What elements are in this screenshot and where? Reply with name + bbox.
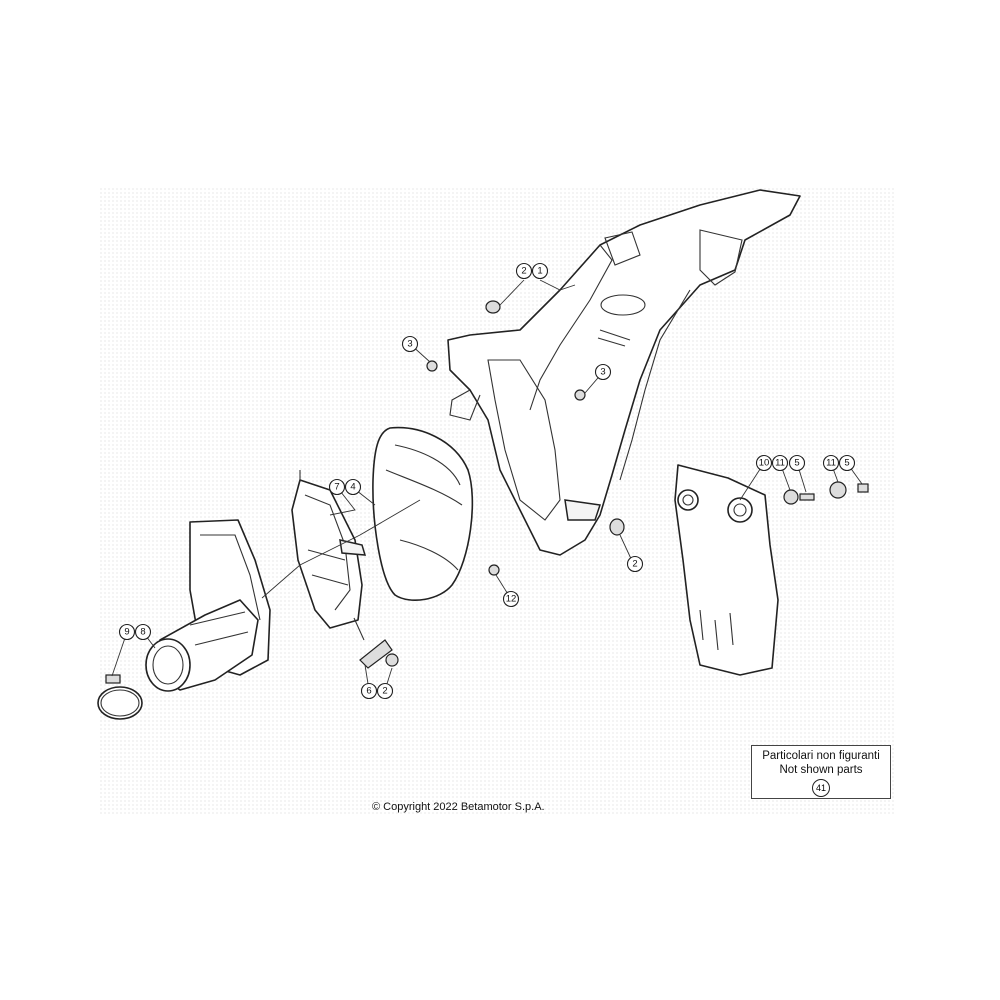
callout-4: 4 <box>344 478 362 496</box>
callout-5: 5 <box>788 454 806 472</box>
callout-3: 3 <box>594 363 612 381</box>
copyright-notice: © Copyright 2022 Betamotor S.p.A. <box>372 801 545 813</box>
callout-6: 6 <box>360 682 378 700</box>
callout-2: 2 <box>626 555 644 573</box>
hose-clamp-part <box>97 674 143 720</box>
callout-5: 5 <box>838 454 856 472</box>
airbox-frame-part <box>447 189 801 556</box>
svg-text:2: 2 <box>382 686 387 697</box>
callout-11: 11 <box>822 454 840 472</box>
callout-7: 7 <box>328 478 346 496</box>
svg-text:12: 12 <box>506 594 517 605</box>
svg-text:1: 1 <box>537 266 542 277</box>
callout-3: 3 <box>401 335 419 353</box>
callout-11: 11 <box>771 454 789 472</box>
callout-2: 2 <box>515 262 533 280</box>
svg-text:5: 5 <box>844 458 849 469</box>
not-shown-parts-legend: Particolari non figuranti Not shown part… <box>751 745 891 799</box>
callout-group: 2 1 3 3 7 4 10 11 5 11 5 2 12 9 8 6 2 <box>118 262 856 700</box>
callout-8: 8 <box>134 623 152 641</box>
svg-text:10: 10 <box>759 458 770 469</box>
legend-ref-callout: 41 <box>812 779 830 797</box>
filter-cage-part <box>291 470 367 641</box>
legend-line-italian: Particolari non figuranti <box>762 750 880 762</box>
svg-text:5: 5 <box>794 458 799 469</box>
callout-9: 9 <box>118 623 136 641</box>
callout-10: 10 <box>755 454 773 472</box>
rear-cover-part <box>674 464 779 676</box>
legend-line-english: Not shown parts <box>779 764 863 776</box>
svg-text:3: 3 <box>407 339 412 350</box>
svg-text:6: 6 <box>366 686 371 697</box>
svg-text:4: 4 <box>350 482 355 493</box>
svg-text:2: 2 <box>632 559 637 570</box>
svg-text:8: 8 <box>140 627 145 638</box>
air-filter-part <box>372 426 474 601</box>
callout-2: 2 <box>376 682 394 700</box>
svg-text:3: 3 <box>600 367 605 378</box>
callout-1: 1 <box>531 262 549 280</box>
svg-text:11: 11 <box>826 458 836 469</box>
svg-text:2: 2 <box>521 266 526 277</box>
svg-text:11: 11 <box>775 458 785 469</box>
intake-sleeve-part <box>145 519 271 692</box>
svg-text:9: 9 <box>124 627 129 638</box>
dotted-background <box>100 188 896 815</box>
hardware-parts <box>359 300 869 669</box>
svg-text:7: 7 <box>334 482 339 493</box>
callout-12: 12 <box>502 590 520 608</box>
